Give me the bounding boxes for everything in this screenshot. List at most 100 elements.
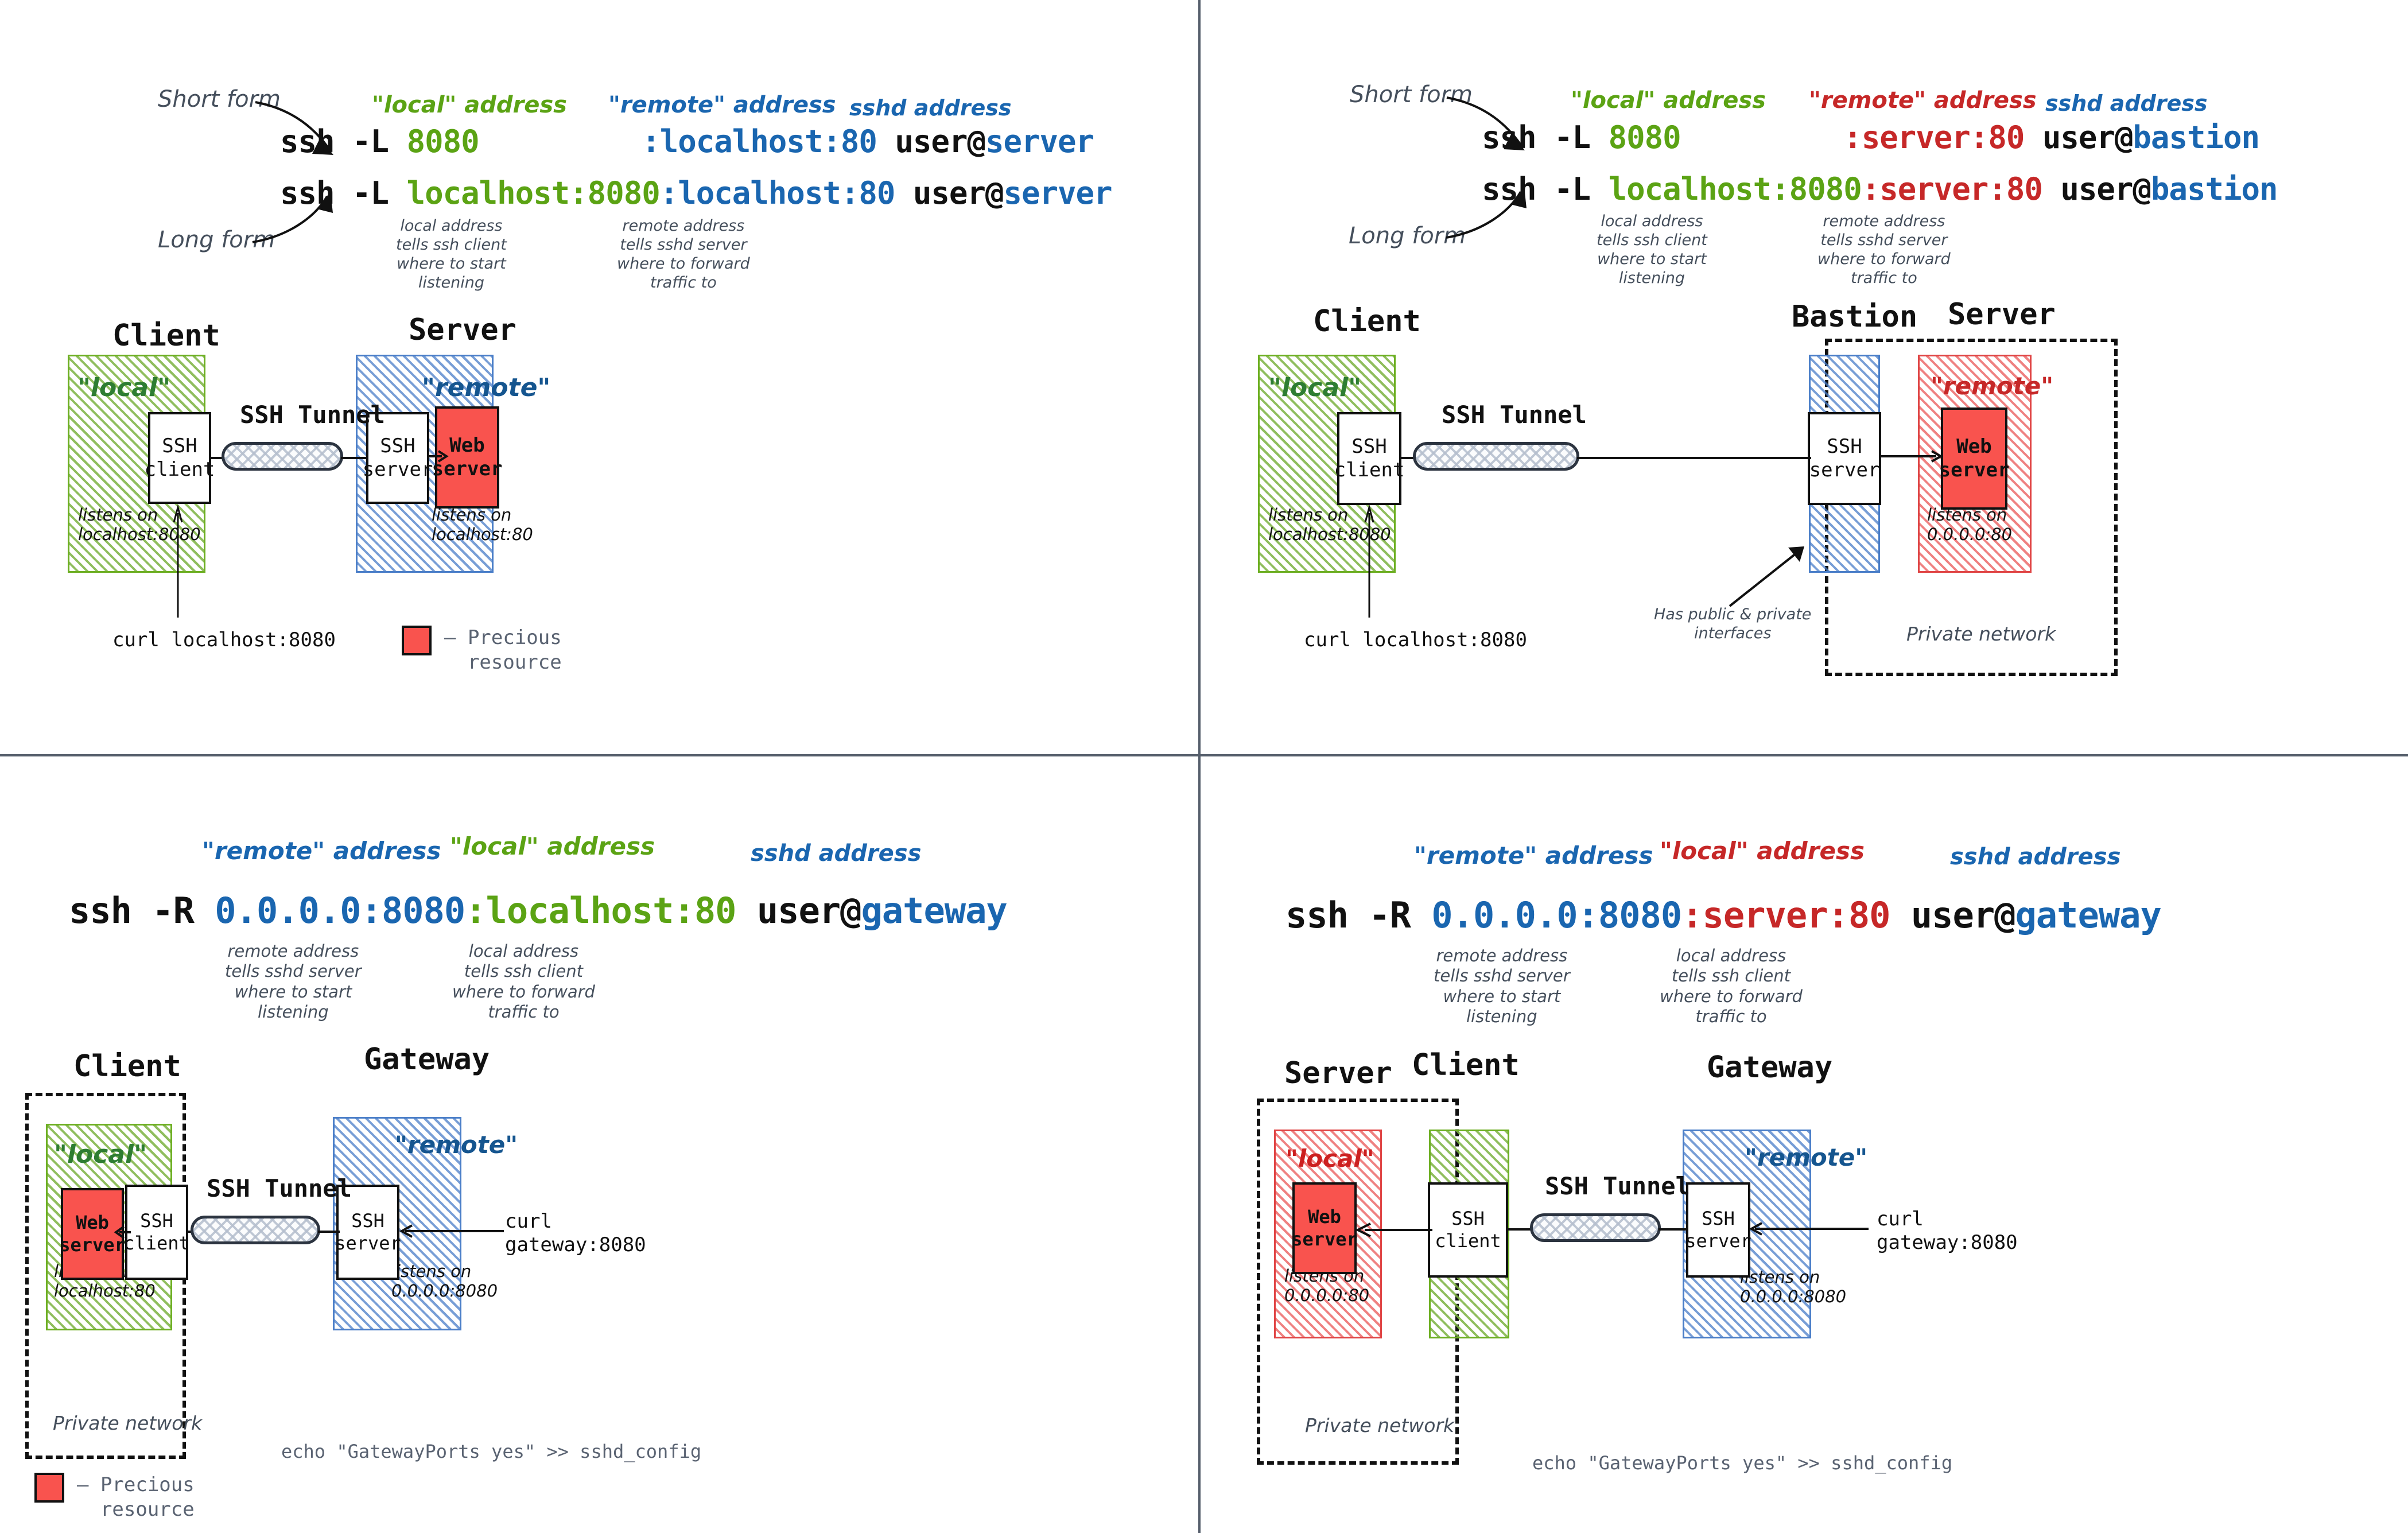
link-tunnel-server	[341, 457, 367, 459]
gateway-listens-text: listens on 0.0.0.0:8080	[1740, 1267, 1847, 1307]
local-address-label: "local" address	[450, 832, 655, 860]
quadrant-local-forward-basic: Short form "local" address "remote" addr…	[0, 0, 1198, 754]
server-listens-text: listens on localhost:80	[432, 505, 533, 545]
cmd-token: :localhost:80	[465, 890, 736, 932]
client-listens-text: listens on localhost:8080	[78, 505, 201, 545]
ssh-tunnel-pipe	[1530, 1213, 1661, 1242]
cmd-token: localhost:8080	[406, 175, 661, 211]
remote-address-note: remote address tells sshd server where t…	[1434, 946, 1570, 1027]
gateway-remote-quote: "remote"	[395, 1131, 518, 1159]
ssh-command-long: ssh -L localhost:8080:server:80 user@bas…	[1482, 171, 2278, 207]
echo-gatewayports-command: echo "GatewayPorts yes" >> sshd_config	[1532, 1452, 1953, 1474]
cmd-token: ssh -L	[1482, 119, 1609, 156]
cmd-token: gateway	[861, 890, 1007, 932]
cmd-token: 0.0.0.0:8080	[215, 890, 465, 932]
legend-label: – Precious resource	[444, 626, 562, 674]
remote-address-label: "remote" address	[1809, 87, 2037, 114]
cmd-token: user@	[736, 890, 862, 932]
cmd-token: server	[985, 123, 1094, 160]
arrow-client-to-web	[114, 1225, 131, 1239]
cmd-token: 8080	[406, 123, 480, 160]
arrow-server-to-web	[429, 450, 449, 463]
node-web-server: Web server	[1939, 407, 2009, 510]
node-ssh-client: SSH client	[1334, 412, 1404, 505]
ssh-tunnel-label: SSH Tunnel	[1442, 401, 1587, 429]
cmd-token: ssh -L	[280, 175, 407, 211]
long-form-arrow	[252, 192, 333, 243]
private-network-label: Private network	[1906, 623, 2056, 645]
server-local-quote: "local"	[1285, 1144, 1374, 1173]
local-address-label: "local" address	[1571, 87, 1766, 114]
curl-command: curl localhost:8080	[112, 628, 336, 651]
sshd-address-label: sshd address	[751, 840, 922, 867]
host-title-server: Server	[1948, 297, 2056, 332]
private-network-label: Private network	[53, 1412, 203, 1434]
legend-precious-resource: – Precious resource	[402, 626, 562, 674]
quadrant-divider-horizontal	[0, 754, 2408, 756]
remote-address-note: remote address tells sshd server where t…	[225, 941, 362, 1022]
cmd-token: server	[1003, 175, 1112, 211]
node-ssh-server: SSH server	[1808, 412, 1881, 505]
gateway-remote-quote: "remote"	[1745, 1143, 1868, 1171]
node-ssh-server: SSH server	[335, 1185, 401, 1280]
bastion-note-arrow	[1729, 546, 1804, 607]
cmd-token: gateway	[2015, 894, 2161, 936]
short-form-label: Short form	[1350, 81, 1473, 108]
curl-command: curl gateway:8080	[505, 1210, 646, 1256]
ssh-tunnel-label: SSH Tunnel	[207, 1174, 352, 1202]
arrow-bastion-to-web	[1880, 450, 1944, 463]
legend-label: – Precious resource	[77, 1473, 195, 1521]
node-ssh-client: SSH client	[1428, 1182, 1508, 1278]
curl-arrow	[1749, 1222, 1869, 1236]
host-title-client: Client	[1412, 1048, 1520, 1082]
legend-swatch	[402, 626, 432, 655]
ssh-tunnel-pipe	[191, 1216, 320, 1244]
node-ssh-server: SSH server	[1685, 1182, 1751, 1278]
ssh-command-short: ssh -L 8080 :localhost:80 user@server	[280, 123, 1094, 160]
cmd-token: :server:80	[1681, 894, 1890, 936]
ssh-command: ssh -R 0.0.0.0:8080:localhost:80 user@ga…	[69, 890, 1008, 932]
sshd-address-label: sshd address	[849, 95, 1012, 121]
host-title-gateway: Gateway	[364, 1042, 490, 1077]
curl-command: curl gateway:8080	[1877, 1208, 2018, 1254]
node-ssh-client: SSH client	[145, 412, 215, 504]
cmd-token: user@	[876, 123, 986, 160]
quadrant-divider-vertical	[1198, 0, 1201, 1533]
quadrant-remote-forward-server: "remote" address "local" address sshd ad…	[1201, 756, 2408, 1533]
cmd-token	[1681, 119, 1844, 156]
bastion-note: Has public & private interfaces	[1654, 606, 1812, 642]
ssh-tunnel-label: SSH Tunnel	[1545, 1172, 1690, 1200]
link-client-tunnel	[210, 457, 224, 459]
host-title-gateway: Gateway	[1707, 1050, 1833, 1085]
cmd-token: 0.0.0.0:8080	[1431, 894, 1682, 936]
node-web-server: Web server	[1291, 1182, 1358, 1274]
ssh-tunnel-pipe	[222, 442, 343, 471]
echo-gatewayports-command: echo "GatewayPorts yes" >> sshd_config	[281, 1441, 702, 1462]
quadrant-local-forward-bastion: Short form "local" address "remote" addr…	[1201, 0, 2408, 754]
host-title-client: Client	[1313, 304, 1421, 339]
remote-address-label: "remote" address	[608, 92, 836, 118]
cmd-token: ssh -L	[280, 123, 407, 160]
node-ssh-client: SSH client	[123, 1185, 190, 1280]
cmd-token: localhost:8080	[1608, 171, 1862, 207]
ssh-tunnel-label: SSH Tunnel	[240, 401, 385, 429]
local-address-label: "local" address	[1660, 837, 1865, 865]
legend-swatch	[34, 1473, 64, 1503]
host-title-client: Client	[112, 319, 220, 353]
local-address-note: local address tells ssh client where to …	[1660, 946, 1803, 1027]
curl-arrow	[399, 1224, 504, 1238]
curl-command: curl localhost:8080	[1304, 628, 1527, 651]
short-form-arrow	[255, 101, 333, 155]
host-title-server: Server	[1284, 1056, 1392, 1090]
short-form-label: Short form	[158, 86, 281, 112]
host-title-server: Server	[409, 313, 516, 347]
long-form-label: Long form	[1349, 223, 1466, 249]
ssh-command-long: ssh -L localhost:8080:localhost:80 user@…	[280, 175, 1113, 211]
link-tunnel-gateway	[318, 1231, 340, 1233]
cmd-token: ssh -R	[69, 890, 215, 932]
server-listens-text: listens on 0.0.0.0:80	[1927, 505, 2013, 545]
remote-address-label: "remote" address	[202, 837, 441, 865]
client-local-quote: "local"	[77, 373, 171, 402]
ssh-command-short: ssh -L 8080 :server:80 user@bastion	[1482, 119, 2260, 156]
cmd-token: ssh -R	[1285, 894, 1432, 936]
